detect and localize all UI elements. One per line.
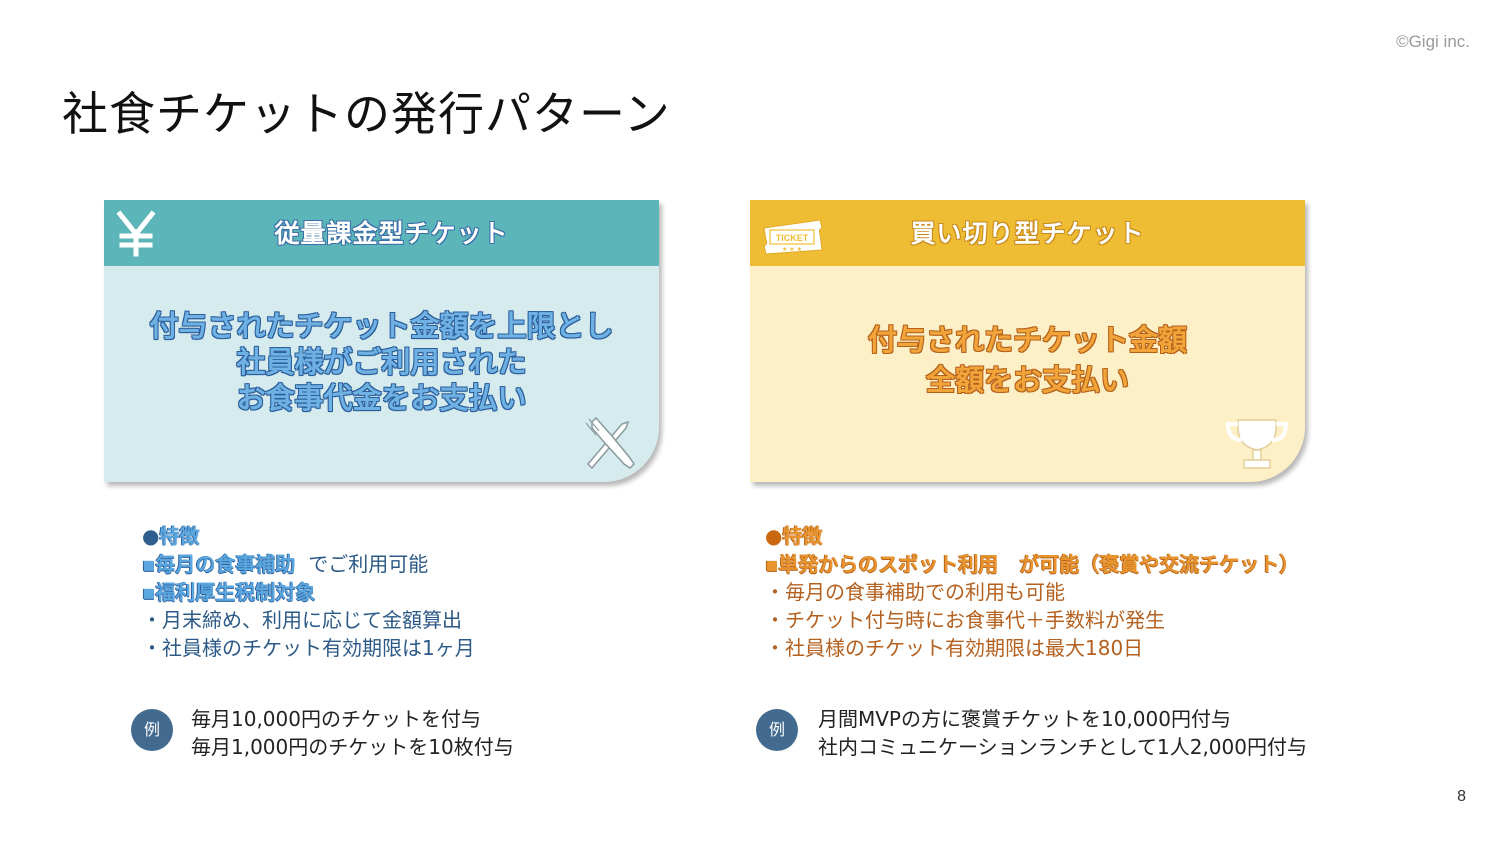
copyright-text: ©Gigi inc.: [1396, 32, 1470, 51]
feature-highlight: ▪単発からのスポット利用: [765, 552, 999, 576]
svg-text:TICKET: TICKET: [776, 233, 809, 243]
card-background: TICKET ★ ★ ★ 買い切り型チケット 付与されたチケット金額 全額をお支…: [750, 200, 1305, 482]
bullet-dot: ●: [765, 524, 783, 548]
example-line: 社内コミュニケーションランチとして1人2,000円付与: [818, 735, 1307, 759]
example-text: 月間MVPの方に褒賞チケットを10,000円付与 社内コミュニケーションランチと…: [818, 705, 1307, 761]
bullet-dot: ●: [142, 524, 160, 548]
example-text: 毎月10,000円のチケットを付与 毎月1,000円のチケットを10枚付与: [191, 705, 514, 761]
card-description-line: 全額をお支払い: [925, 363, 1129, 397]
card-background: 従量課金型チケット 付与されたチケット金額を上限とし 社員様がご利用された お食…: [104, 200, 659, 482]
feature-item: ・社員様のチケット有効期限は最大180日: [765, 636, 1144, 660]
features-heading: ●特徴: [765, 522, 1299, 550]
svg-text:★ ★ ★: ★ ★ ★: [782, 246, 802, 253]
trophy-icon: [1225, 419, 1289, 469]
right-features: ●特徴 ▪単発からのスポット利用 が可能（褒賞や交流チケット） ・毎月の食事補助…: [765, 522, 1299, 662]
card-description-line: 付与されたチケット金額を上限とし: [149, 309, 614, 343]
metered-ticket-card: 従量課金型チケット 付与されたチケット金額を上限とし 社員様がご利用された お食…: [104, 200, 659, 482]
card-description: 付与されたチケット金額を上限とし 社員様がご利用された お食事代金をお支払い: [104, 308, 659, 416]
fork-knife-icon: [585, 416, 635, 470]
card-header-title: 買い切り型チケット: [910, 219, 1145, 248]
example-badge: 例: [756, 709, 798, 751]
card-description-line: 付与されたチケット金額: [867, 323, 1187, 357]
page-title: 社食チケットの発行パターン: [62, 87, 671, 141]
card-header: TICKET ★ ★ ★ 買い切り型チケット: [750, 200, 1305, 266]
left-features: ●特徴 ▪毎月の食事補助 でご利用可能 ▪福利厚生税制対象 ・月末締め、利用に応…: [142, 522, 475, 662]
yen-icon: [116, 210, 156, 257]
ticket-icon: TICKET ★ ★ ★: [763, 219, 823, 255]
flat-purchase-ticket-card: TICKET ★ ★ ★ 買い切り型チケット 付与されたチケット金額 全額をお支…: [750, 200, 1305, 482]
example-line: 毎月1,000円のチケットを10枚付与: [191, 735, 514, 759]
feature-item: ▪毎月の食事補助 でご利用可能: [142, 550, 475, 578]
card-header-title: 従量課金型チケット: [274, 219, 509, 248]
feature-suffix: でご利用可能: [308, 552, 429, 576]
features-heading: ●特徴: [142, 522, 475, 550]
feature-item: ・社員様のチケット有効期限は1ヶ月: [142, 636, 475, 660]
feature-suffix: が可能（褒賞や交流チケット）: [1019, 552, 1300, 576]
card-description-line: 社員様がご利用された: [236, 345, 527, 379]
card-description: 付与されたチケット金額 全額をお支払い: [750, 320, 1305, 400]
example-badge: 例: [131, 709, 173, 751]
feature-item: ・チケット付与時にお食事代＋手数料が発生: [765, 608, 1165, 632]
example-line: 月間MVPの方に褒賞チケットを10,000円付与: [818, 707, 1231, 731]
page-number: 8: [1457, 788, 1466, 805]
feature-item: ・月末締め、利用に応じて金額算出: [142, 608, 462, 632]
feature-item: ▪単発からのスポット利用 が可能（褒賞や交流チケット）: [765, 550, 1299, 578]
card-header: 従量課金型チケット: [104, 200, 659, 266]
feature-highlight: ▪毎月の食事補助: [142, 552, 296, 576]
feature-item: ・毎月の食事補助での利用も可能: [765, 580, 1065, 604]
card-description-line: お食事代金をお支払い: [236, 381, 527, 415]
features-heading-text: 特徴: [159, 524, 200, 548]
features-heading-text: 特徴: [782, 524, 823, 548]
example-line: 毎月10,000円のチケットを付与: [191, 707, 481, 731]
feature-item: ▪福利厚生税制対象: [142, 580, 316, 604]
